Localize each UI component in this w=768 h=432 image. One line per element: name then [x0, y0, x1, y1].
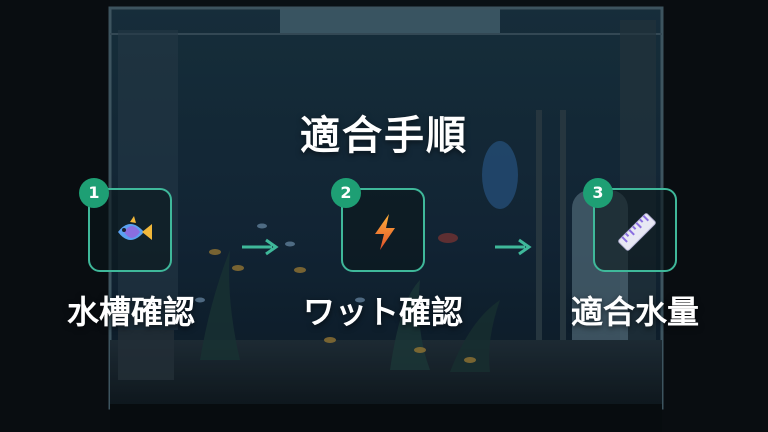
arrow-right-icon	[495, 238, 532, 256]
ruler-icon	[618, 213, 656, 251]
step-1-label: 水槽確認	[66, 293, 195, 331]
page-title: 適合手順	[300, 113, 468, 159]
lightning-icon	[375, 214, 395, 250]
step-1-badge: 1	[79, 178, 109, 208]
step-2-badge: 2	[331, 178, 361, 208]
arrow-right-icon	[242, 238, 279, 256]
step-3-badge: 3	[583, 178, 613, 208]
step-2-label: ワット確認	[302, 293, 463, 331]
step-3-label: 適合水量	[570, 293, 699, 331]
fish-icon	[118, 216, 152, 240]
